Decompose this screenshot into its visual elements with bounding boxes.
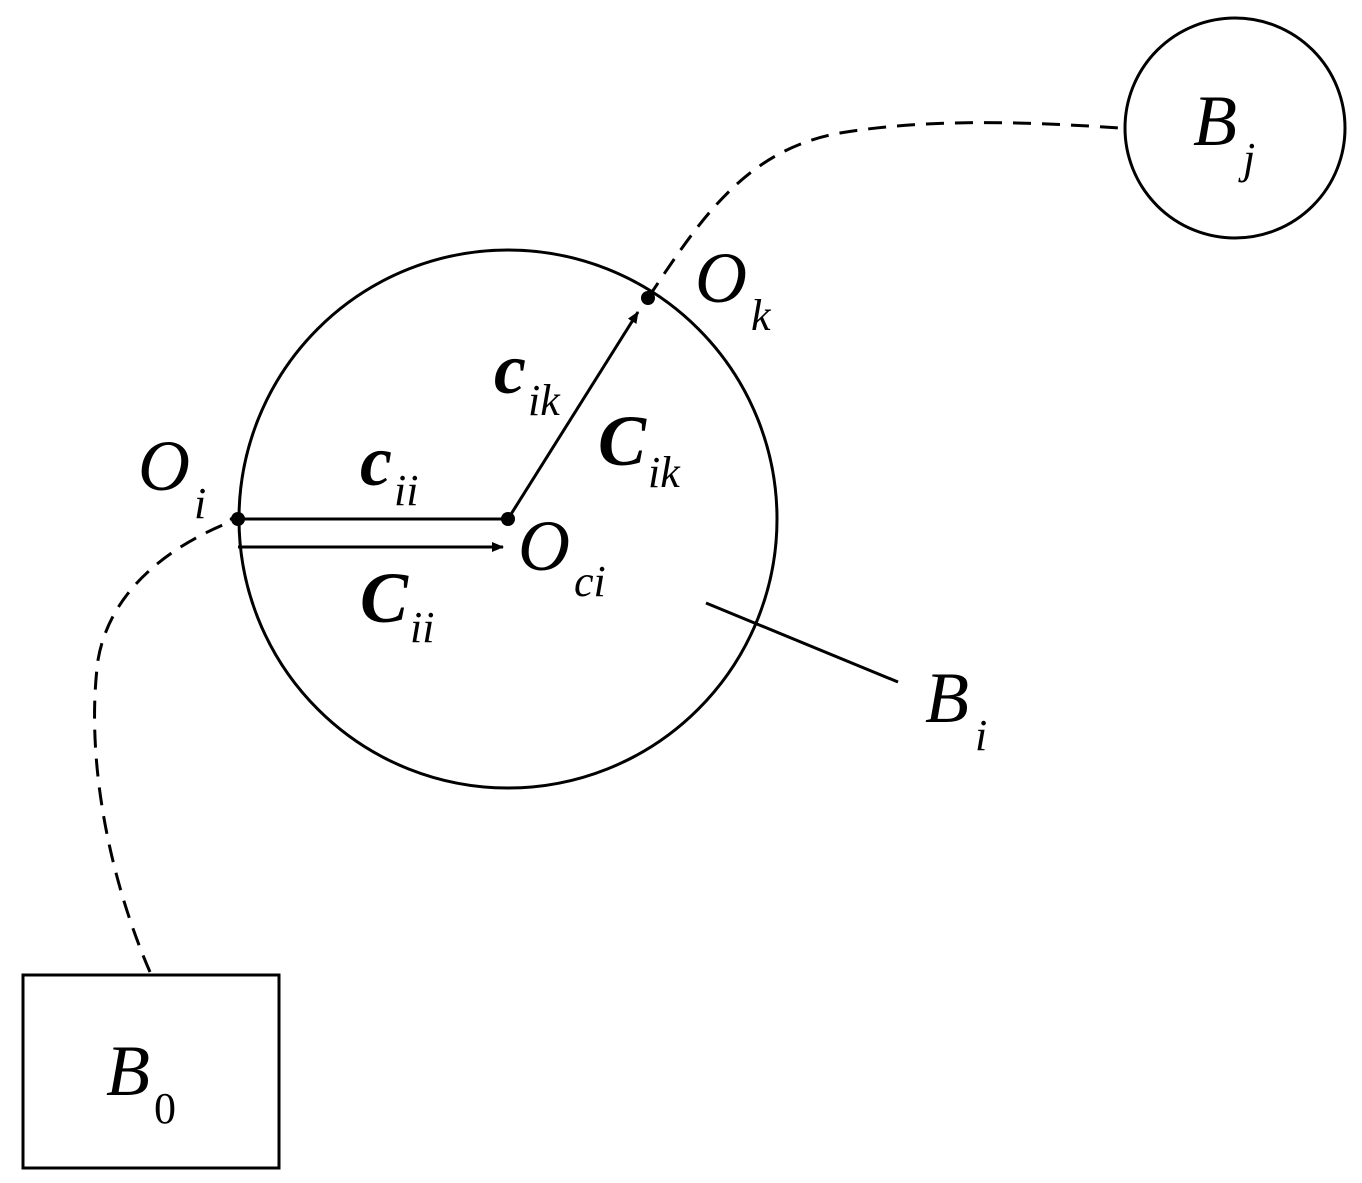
bi-leader-line	[705, 601, 899, 684]
body-b0-box	[21, 973, 281, 1170]
label-ok-sub: k	[751, 291, 772, 340]
label-b0-sub: 0	[154, 1084, 176, 1133]
label-oci-sub: ci	[574, 557, 606, 606]
label-bi-sub: i	[975, 711, 987, 760]
label-c-ik-lower-base: c	[494, 329, 526, 409]
label-c-ik-lower-sub: ik	[528, 376, 561, 425]
label-bi-base: B	[925, 658, 969, 738]
label-ok: Ok	[695, 238, 772, 340]
label-b0-base: B	[106, 1031, 150, 1111]
label-ok-base: O	[695, 238, 747, 318]
label-c-ik-lower: cik	[494, 329, 561, 425]
joint-path-ok-to-bj	[646, 121, 1121, 299]
label-c-ii-lower-base: c	[360, 421, 392, 501]
vector-c-ik-arrow	[506, 311, 640, 520]
body-bj-circle	[1123, 16, 1347, 240]
label-oi: Oi	[138, 426, 206, 528]
label-oci: Oci	[518, 506, 606, 606]
label-bj-sub: j	[1238, 134, 1255, 183]
label-c-ik-upper: Cik	[598, 401, 681, 497]
label-c-ik-upper-sub: ik	[648, 448, 681, 497]
point-oi	[231, 512, 245, 526]
point-ok	[641, 291, 655, 305]
label-c-ii-upper-sub: ii	[410, 603, 434, 652]
label-oi-sub: i	[194, 479, 206, 528]
label-c-ik-upper-base: C	[598, 401, 647, 481]
label-c-ii-lower: cii	[360, 421, 418, 515]
label-c-ii-upper-base: C	[360, 558, 409, 638]
label-b0: B0	[106, 1031, 176, 1133]
label-c-ii-lower-sub: ii	[394, 466, 418, 515]
label-oci-base: O	[518, 506, 570, 586]
label-oi-base: O	[138, 426, 190, 506]
joint-path-b0-to-oi	[93, 518, 236, 973]
point-oci	[501, 512, 515, 526]
label-c-ii-upper: Cii	[360, 558, 434, 652]
label-bj-base: B	[1193, 81, 1237, 161]
